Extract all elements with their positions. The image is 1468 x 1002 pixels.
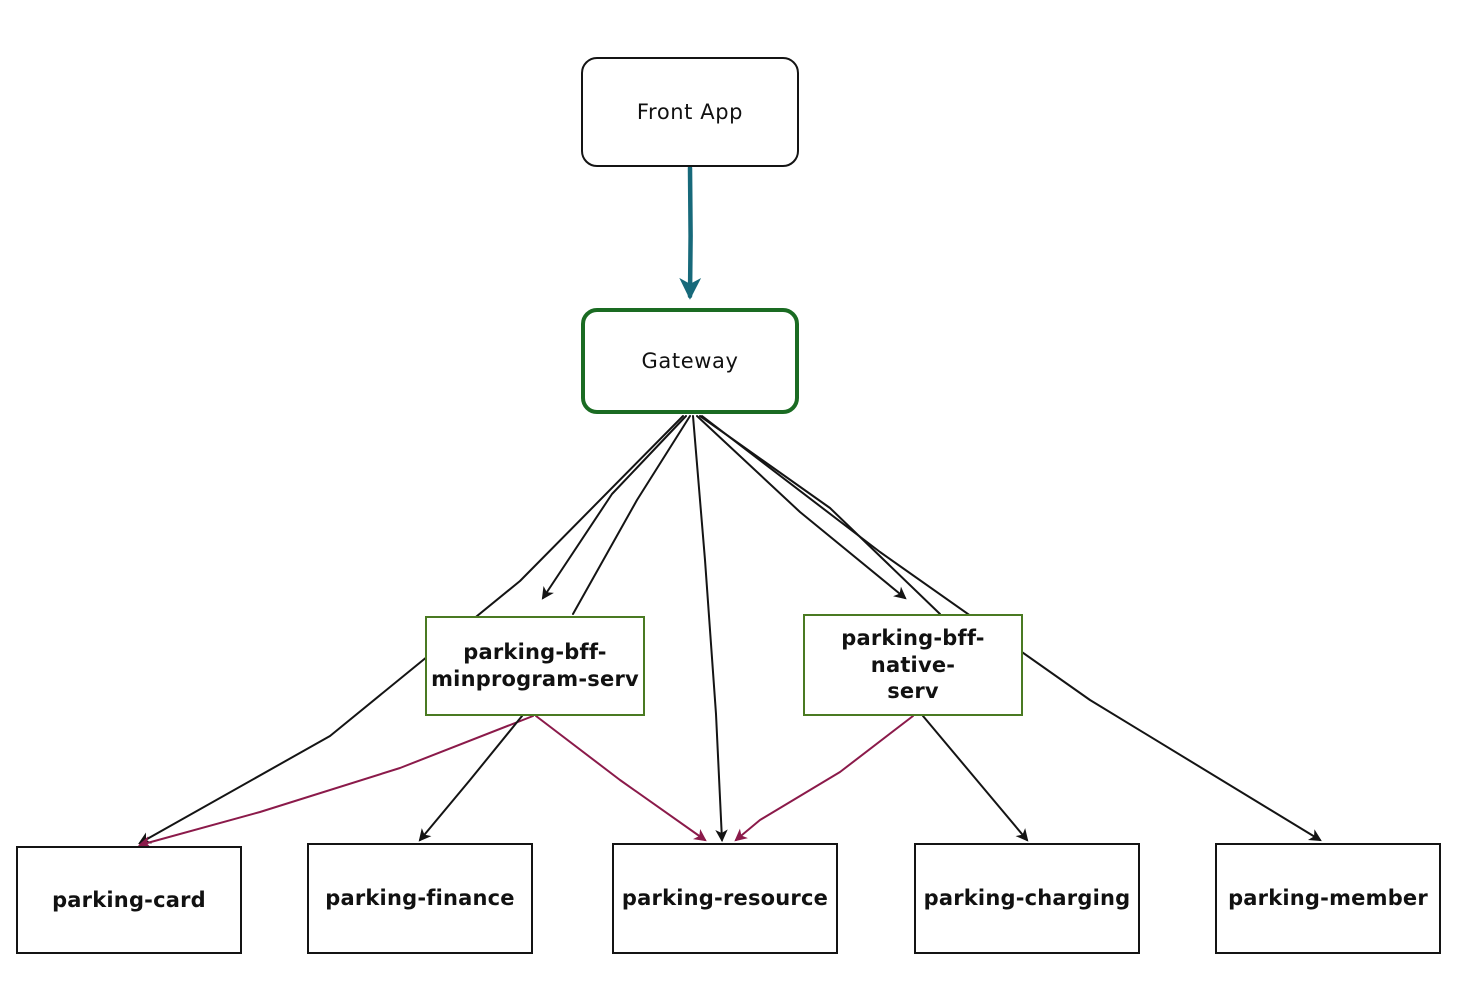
node-parking-bff-minprogram-serv[interactable]: parking-bff- minprogram-serv bbox=[425, 616, 645, 716]
node-parking-resource-label: parking-resource bbox=[621, 886, 829, 911]
node-parking-charging[interactable]: parking-charging bbox=[914, 843, 1140, 954]
node-parking-member-label: parking-member bbox=[1228, 886, 1428, 911]
node-parking-card-label: parking-card bbox=[52, 887, 206, 912]
edge-bff-minprogram-to-parking-finance bbox=[418, 715, 523, 842]
edge-bff-minprogram-to-parking-resource bbox=[535, 715, 707, 842]
node-parking-finance[interactable]: parking-finance bbox=[307, 843, 533, 954]
edge-front-app-to-gateway bbox=[679, 165, 702, 300]
edge-gateway-to-parking-resource bbox=[692, 415, 728, 843]
edge-bff-native-to-parking-charging bbox=[922, 715, 1029, 842]
node-parking-member[interactable]: parking-member bbox=[1215, 843, 1441, 954]
node-gateway[interactable]: Gateway bbox=[581, 308, 799, 414]
node-parking-bff-native-serv-label: parking-bff-native- serv bbox=[841, 625, 985, 704]
edge-bff-native-to-parking-resource bbox=[734, 715, 914, 842]
edge-bff-minprogram-to-parking-card bbox=[137, 715, 534, 849]
node-front-app-label: Front App bbox=[636, 99, 744, 124]
node-parking-charging-label: parking-charging bbox=[923, 886, 1131, 911]
edge-gateway-to-bff-minprogram bbox=[541, 415, 687, 600]
node-parking-bff-native-serv[interactable]: parking-bff-native- serv bbox=[803, 614, 1023, 716]
node-parking-resource[interactable]: parking-resource bbox=[612, 843, 838, 954]
edge-gateway-to-bff-native-alt bbox=[699, 415, 941, 615]
node-parking-finance-label: parking-finance bbox=[325, 886, 515, 911]
node-gateway-label: Gateway bbox=[641, 348, 739, 373]
edge-gateway-to-bff-minprogram-alt bbox=[572, 415, 691, 615]
node-parking-card[interactable]: parking-card bbox=[16, 846, 242, 954]
node-front-app[interactable]: Front App bbox=[581, 57, 799, 167]
edge-gateway-to-bff-native bbox=[696, 415, 907, 600]
node-parking-bff-minprogram-serv-label: parking-bff- minprogram-serv bbox=[431, 640, 639, 691]
